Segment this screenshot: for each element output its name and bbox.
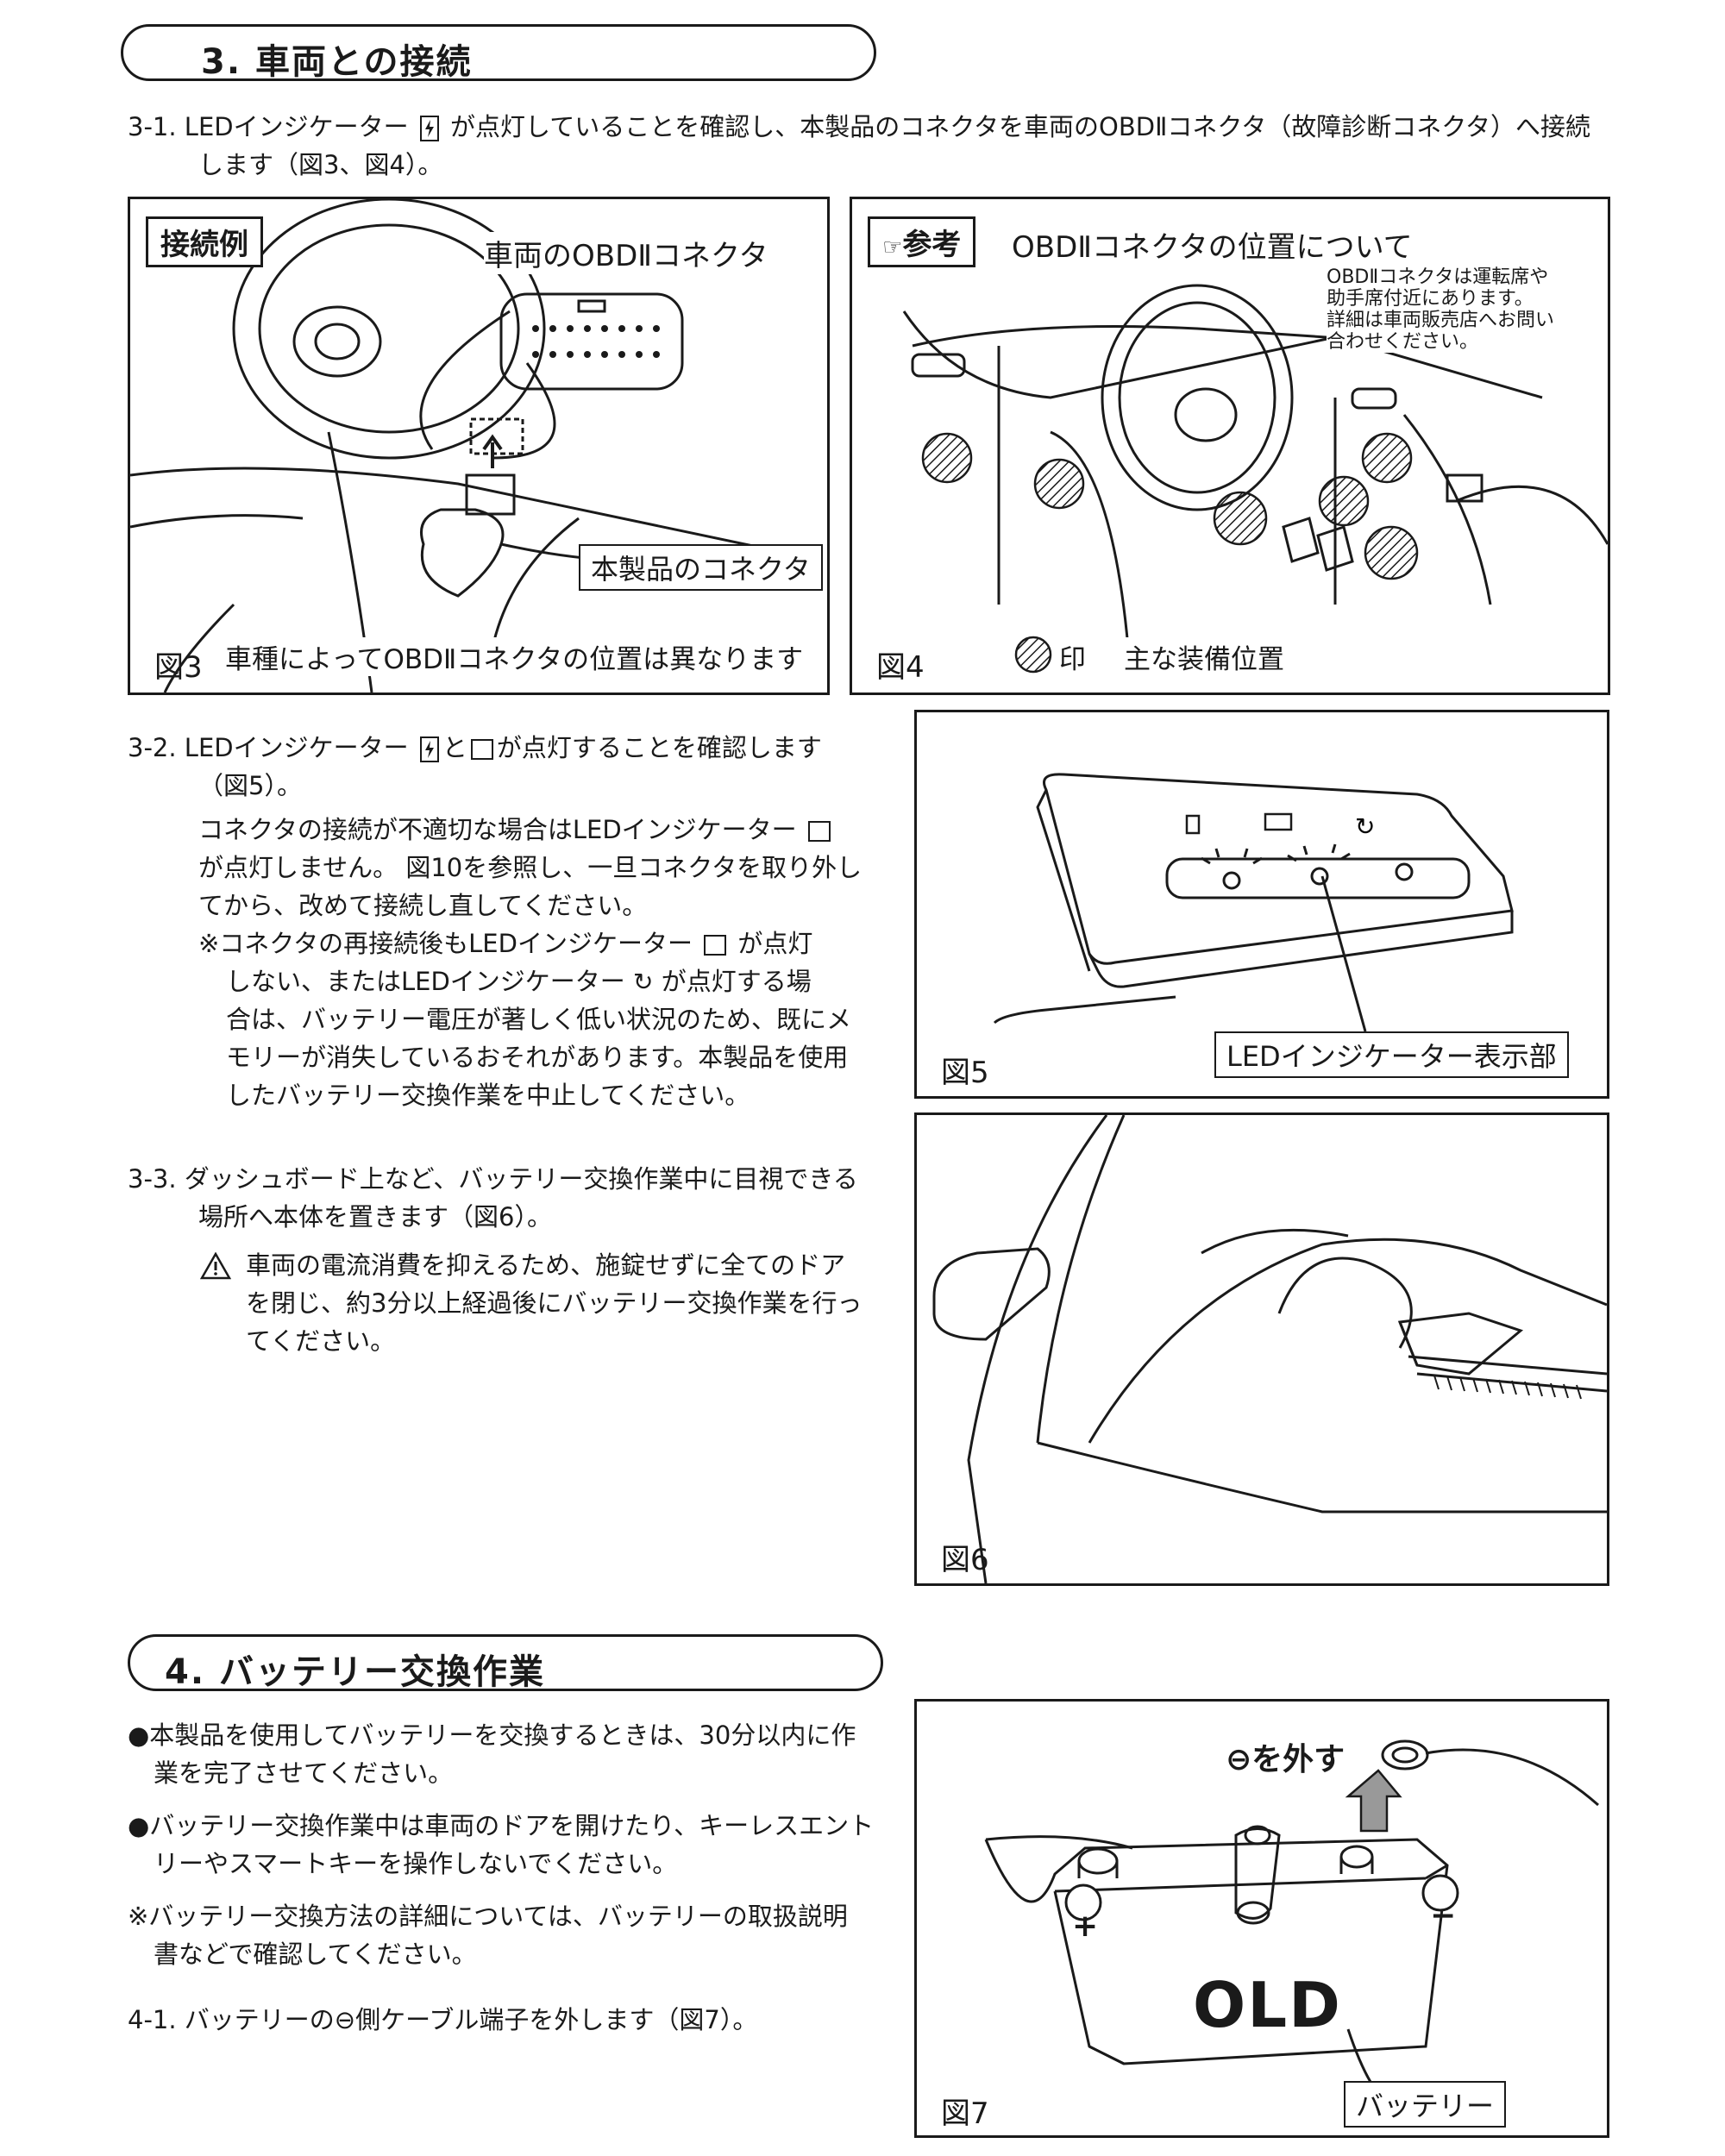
step-3-2-para1-line1: コネクタの接続が不適切な場合はLEDインジケーター	[198, 811, 834, 849]
fig4-tag-text: 参考	[902, 228, 962, 262]
section-4-title: 4. バッテリー交換作業	[165, 1652, 545, 1692]
step-3-2-line2: （図5）。	[198, 771, 302, 800]
refresh-icon: ↻	[1355, 812, 1375, 841]
step-3-1-text-a: 3-1. LEDインジケーター	[128, 112, 417, 141]
warning-triangle-icon	[200, 1252, 231, 1280]
step-3-2-para2-line5: したバッテリー交換作業を中止してください。	[226, 1081, 750, 1110]
fig3-label: 図3	[154, 650, 203, 685]
fig4-note: OBDⅡコネクタは運転席や 助手席付近にあります。 詳細は車両販売店へお問い 合…	[1327, 266, 1555, 353]
battery-icon	[807, 821, 831, 842]
plus-terminal-icon	[1064, 1883, 1102, 1921]
step-3-1-line2: します（図3、図4）。	[198, 150, 443, 179]
figure-6: 図6	[914, 1112, 1609, 1586]
battery-charge-icon	[419, 736, 439, 762]
section4-note-line2: 書などで確認してください。	[154, 1940, 477, 1969]
fig7-minus-symbol: −	[1430, 1898, 1457, 1934]
figure-3: 接続例 車両のOBDⅡコネクタ 本製品のコネクタ 図3 車種によってOBDⅡコネ…	[128, 197, 830, 695]
step-3-1-line1: 3-1. LEDインジケーター が点灯していることを確認し、本製品のコネクタを車…	[128, 108, 1590, 146]
fig7-battery-callout: バッテリー	[1344, 2081, 1507, 2128]
figure-7: + − ⊖を外す OLD バッテリー 図7	[914, 1699, 1609, 2138]
fig6-illustration	[932, 1115, 1607, 1583]
fig4-note-line2: 助手席付近にあります。	[1327, 288, 1534, 310]
section4-bullet1-line2: 業を完了させてください。	[154, 1758, 454, 1788]
step-3-2-line1: 3-2. LEDインジケーター とが点灯することを確認します	[128, 733, 822, 762]
fig4-note-line3: 詳細は車両販売店へお問い	[1327, 310, 1555, 331]
hatched-circle-icon	[1014, 636, 1052, 674]
refresh-icon: ↻	[633, 968, 654, 996]
step-3-2-para2-line2: しない、またはLEDインジケーター ↻ が点灯する場	[226, 967, 812, 996]
fig3-illustration	[130, 199, 787, 693]
fig7-remove-label: ⊖を外す	[1226, 1742, 1346, 1777]
step-3-2-para2-line3: 合は、バッテリー電圧が著しく低い状況のため、既にメ	[226, 1005, 852, 1034]
battery-icon	[1264, 812, 1293, 831]
step-3-3-warning-line2: を閉じ、約3分以上経過後にバッテリー交換作業を行っ	[246, 1288, 862, 1318]
fig7-label: 図7	[941, 2096, 989, 2131]
fig4-legend-mark: 印	[1059, 637, 1086, 676]
fig7-illustration	[984, 1739, 1599, 2100]
minus-terminal-icon	[1421, 1874, 1459, 1912]
step-3-3-line2: 場所へ本体を置きます（図6）。	[198, 1202, 552, 1232]
section-3-title: 3. 車両との接続	[201, 42, 473, 82]
fig6-label: 図6	[941, 1543, 989, 1577]
section4-note-line1: ※バッテリー交換方法の詳細については、バッテリーの取扱説明	[128, 1902, 848, 1931]
up-arrow-icon	[1345, 1769, 1402, 1833]
section-4-header: 4. バッテリー交換作業	[128, 1634, 883, 1692]
fig4-note-line1: OBDⅡコネクタは運転席や	[1327, 266, 1549, 288]
figure-4: ☞参考 OBDⅡコネクタの位置について OBDⅡコネクタは運転席や 助手席付近に…	[850, 197, 1610, 695]
fig3-vehicle-connector-label: 車両のOBDⅡコネクタ	[484, 232, 768, 274]
fig5-label: 図5	[941, 1056, 989, 1090]
battery-charge-icon	[419, 116, 439, 141]
fig4-note-line4: 合わせください。	[1327, 331, 1479, 353]
battery-icon	[470, 739, 493, 760]
fig4-title: OBDⅡコネクタの位置について	[1012, 223, 1413, 266]
battery-charge-icon	[1185, 814, 1201, 835]
step-3-2-para2-line1: ※コネクタの再接続後もLEDインジケーター が点灯	[198, 929, 813, 958]
fig3-product-connector-callout: 本製品のコネクタ	[579, 544, 823, 591]
section4-bullet2-line1: ●バッテリー交換作業中は車両のドアを開けたり、キーレスエント	[128, 1811, 875, 1840]
section-3-header: 3. 車両との接続	[121, 24, 876, 82]
step-3-1-text-b: が点灯していることを確認し、本製品のコネクタを車両のOBDⅡコネクタ（故障診断コ…	[442, 112, 1591, 141]
section4-bullet2-line2: リーやスマートキーを操作しないでください。	[154, 1849, 678, 1878]
fig3-tag: 接続例	[146, 216, 263, 267]
fig4-tag: ☞参考	[868, 216, 976, 267]
fig7-plus-symbol: +	[1072, 1908, 1099, 1944]
pointing-hand-icon: ☞	[882, 235, 903, 260]
step-3-3-line1: 3-3. ダッシュボード上など、バッテリー交換作業中に目視できる	[128, 1164, 858, 1194]
battery-icon	[704, 935, 727, 956]
fig5-illustration: ↻	[993, 773, 1514, 1032]
step-3-2-para1-line2: が点灯しません。 図10を参照し、一旦コネクタを取り外し	[198, 853, 862, 882]
fig4-label: 図4	[876, 650, 925, 685]
fig7-battery-old-text: OLD	[1193, 1969, 1342, 2041]
fig5-led-display-callout: LEDインジケーター表示部	[1214, 1031, 1569, 1078]
figure-5: ↻ LEDインジケーター表示部 図5	[914, 710, 1609, 1099]
step-4-1: 4-1. バッテリーの⊖側ケーブル端子を外します（図7）。	[128, 2005, 758, 2034]
step-3-3-warning-line1: 車両の電流消費を抑えるため、施錠せずに全てのドア	[246, 1250, 846, 1280]
step-3-2-para1-line3: てから、改めて接続し直してください。	[198, 891, 648, 920]
fig4-illustration	[902, 284, 1608, 674]
section4-bullet1-line1: ●本製品を使用してバッテリーを交換するときは、30分以内に作	[128, 1720, 856, 1750]
fig4-legend-text: 主な装備位置	[1124, 637, 1284, 676]
step-3-2-para2-line4: モリーが消失しているおそれがあります。本製品を使用	[226, 1043, 849, 1072]
fig3-caption-note: 車種によってOBDⅡコネクタの位置は異なります	[225, 637, 804, 676]
step-3-3-warning-line3: てください。	[246, 1326, 396, 1356]
